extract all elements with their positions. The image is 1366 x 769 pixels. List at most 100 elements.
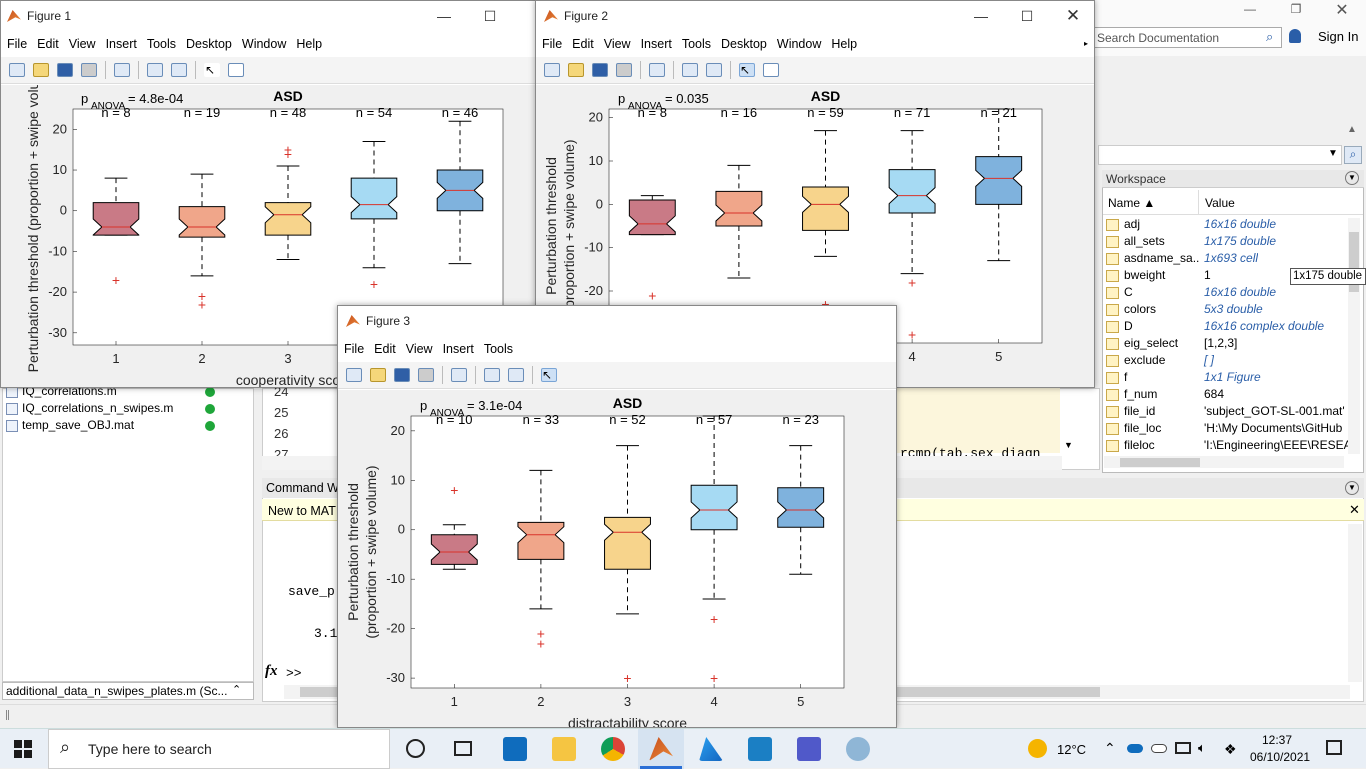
editor-vscroll-arrow-icon[interactable]: ▼ xyxy=(1064,440,1073,450)
new-figure-icon[interactable] xyxy=(9,63,25,77)
workspace-variable-row[interactable]: eig_select[1,2,3] xyxy=(1104,336,1360,353)
new-figure-icon[interactable] xyxy=(544,63,560,77)
chevron-up-icon[interactable]: ⌃ xyxy=(1104,740,1116,756)
pointer-icon[interactable]: ↖ xyxy=(739,63,755,77)
command-vscroll[interactable] xyxy=(1348,524,1362,682)
weather-icon[interactable] xyxy=(1028,739,1047,758)
open-folder-icon[interactable] xyxy=(33,63,49,77)
menu-tools[interactable]: Tools xyxy=(146,37,177,51)
menu-insert[interactable]: Insert xyxy=(640,37,672,51)
menu-file[interactable]: File xyxy=(344,342,365,356)
maximize-button[interactable]: ☐ xyxy=(483,8,497,24)
chevron-up-icon[interactable]: ⌃ xyxy=(232,684,242,696)
workspace-variable-row[interactable]: fileloc'I:\Engineering\EEE\RESEAR xyxy=(1104,438,1360,455)
menu-desktop[interactable]: Desktop xyxy=(721,37,767,51)
save-icon[interactable] xyxy=(57,63,73,77)
open-folder-icon[interactable] xyxy=(568,63,584,77)
pointer-icon[interactable]: ↖ xyxy=(204,63,220,77)
menu-help[interactable]: Help xyxy=(831,37,858,51)
workspace-header-value[interactable]: Value xyxy=(1205,196,1235,210)
onedrive-icon[interactable] xyxy=(1127,744,1143,753)
address-bar[interactable] xyxy=(1098,145,1342,165)
maximize-button[interactable]: ☐ xyxy=(1020,8,1034,24)
property-inspector-icon[interactable] xyxy=(763,63,779,77)
clock-time[interactable]: 12:37 xyxy=(1262,733,1293,747)
sign-in-link[interactable]: Sign In xyxy=(1318,29,1359,44)
menu-window[interactable]: Window xyxy=(241,37,287,51)
figure-3-window[interactable]: Figure 3 File Edit View Insert Tools ↖ -… xyxy=(337,305,897,728)
open-folder-icon[interactable] xyxy=(370,368,386,382)
task-view-icon[interactable] xyxy=(454,741,472,756)
volume-icon[interactable]: 🔈︎ xyxy=(1198,740,1206,755)
menu-desktop[interactable]: Desktop xyxy=(186,37,232,51)
new-to-matlab-text[interactable]: New to MAT xyxy=(268,504,336,518)
menu-edit[interactable]: Edit xyxy=(572,37,594,51)
dropbox-icon[interactable]: ❖ xyxy=(1224,741,1237,757)
menu-edit[interactable]: Edit xyxy=(37,37,59,51)
teams-icon[interactable] xyxy=(797,737,821,761)
menu-tools[interactable]: Tools xyxy=(483,342,514,356)
workspace-options-icon[interactable]: ▼ xyxy=(1345,171,1359,185)
save-icon[interactable] xyxy=(394,368,410,382)
menu-view[interactable]: View xyxy=(405,342,433,356)
menu-view[interactable]: View xyxy=(68,37,96,51)
cloud-icon[interactable] xyxy=(1151,744,1167,753)
network-icon[interactable] xyxy=(1175,742,1191,754)
menu-view[interactable]: View xyxy=(603,37,631,51)
link-plot-icon[interactable] xyxy=(649,63,665,77)
search-documentation-input[interactable]: Search Documentation xyxy=(1092,27,1282,48)
workspace-variable-row[interactable]: exclude[ ] xyxy=(1104,353,1360,370)
figure-1-window[interactable]: Figure 1 — ☐ File Edit View Insert Tools… xyxy=(0,0,545,388)
close-button[interactable]: ✕ xyxy=(1065,6,1081,25)
chevron-down-icon[interactable]: ▼ xyxy=(1328,148,1338,159)
menu-file[interactable]: File xyxy=(542,37,563,51)
link-plot-icon[interactable] xyxy=(451,368,467,382)
file-explorer-icon[interactable] xyxy=(552,737,576,761)
collapse-icon[interactable]: ▲ xyxy=(1347,124,1357,135)
chrome-icon[interactable] xyxy=(601,737,625,761)
legend-icon[interactable] xyxy=(706,63,722,77)
weather-temp[interactable]: 12°C xyxy=(1057,742,1087,757)
workspace-header-name[interactable]: Name ▲ xyxy=(1108,196,1156,210)
workspace-variable-row[interactable]: asdname_sa...1x693 cell xyxy=(1104,251,1360,268)
colorbar-icon[interactable] xyxy=(147,63,163,77)
company-portal-icon[interactable] xyxy=(748,737,772,761)
command-window-options-icon[interactable]: ▼ xyxy=(1345,481,1359,495)
paint-icon[interactable] xyxy=(846,737,870,761)
workspace-variable-row[interactable]: file_loc'H:\My Documents\GitHub xyxy=(1104,421,1360,438)
menu-window[interactable]: Window xyxy=(776,37,822,51)
figure-2-titlebar[interactable]: Figure 2 xyxy=(536,1,1094,31)
current-file-label[interactable]: additional_data_n_swipes_plates.m (Sc... xyxy=(6,684,228,698)
windows-start-icon[interactable] xyxy=(14,740,32,758)
banner-close-icon[interactable]: ✕ xyxy=(1349,502,1360,517)
bell-icon[interactable] xyxy=(1289,29,1301,43)
print-icon[interactable] xyxy=(81,63,97,77)
menu-file[interactable]: File xyxy=(7,37,28,51)
cortana-icon[interactable] xyxy=(406,739,425,758)
azure-icon[interactable] xyxy=(699,737,723,761)
workspace-vscroll-thumb[interactable] xyxy=(1349,232,1359,292)
property-inspector-icon[interactable] xyxy=(228,63,244,77)
workspace-variable-row[interactable]: file_id'subject_GOT-SL-001.mat' xyxy=(1104,404,1360,421)
fx-icon[interactable]: fx xyxy=(265,663,278,679)
menu-insert[interactable]: Insert xyxy=(442,342,474,356)
menu-edit[interactable]: Edit xyxy=(374,342,396,356)
file-item[interactable]: IQ_correlations_n_swipes.m xyxy=(22,401,174,415)
matlab-restore-button[interactable]: ❐ xyxy=(1290,2,1302,16)
colorbar-icon[interactable] xyxy=(484,368,500,382)
minimize-button[interactable]: — xyxy=(974,8,988,24)
workspace-hscroll-thumb[interactable] xyxy=(1120,458,1200,467)
colorbar-icon[interactable] xyxy=(682,63,698,77)
print-icon[interactable] xyxy=(616,63,632,77)
link-plot-icon[interactable] xyxy=(114,63,130,77)
figure-1-titlebar[interactable]: Figure 1 xyxy=(1,1,544,31)
clock-date[interactable]: 06/10/2021 xyxy=(1250,750,1311,764)
matlab-min-button[interactable]: — xyxy=(1244,2,1256,16)
